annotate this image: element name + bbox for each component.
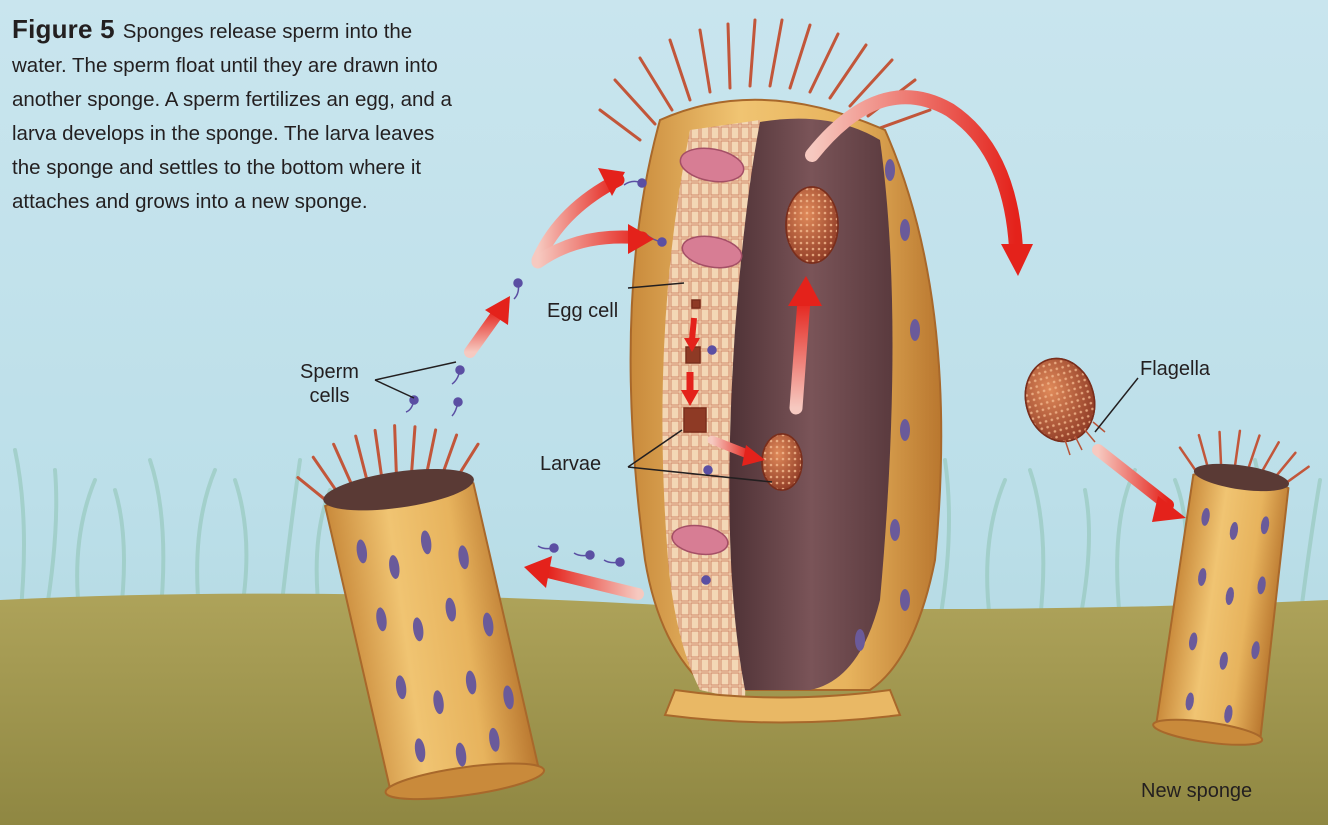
caption-text: Sponges release sperm into the water. Th… (12, 20, 452, 213)
label-flagella: Flagella (1140, 357, 1210, 381)
label-new-sponge: New sponge (1141, 779, 1252, 803)
label-egg-cell: Egg cell (547, 299, 618, 323)
figure-number: Figure 5 (12, 14, 115, 44)
label-sperm-cells: Sperm cells (300, 360, 359, 408)
figure-caption: Figure 5Sponges release sperm into the w… (12, 12, 452, 219)
label-sperm-cells-line2: cells (300, 384, 359, 408)
label-larvae: Larvae (540, 452, 601, 476)
label-sperm-cells-line1: Sperm (300, 360, 359, 384)
